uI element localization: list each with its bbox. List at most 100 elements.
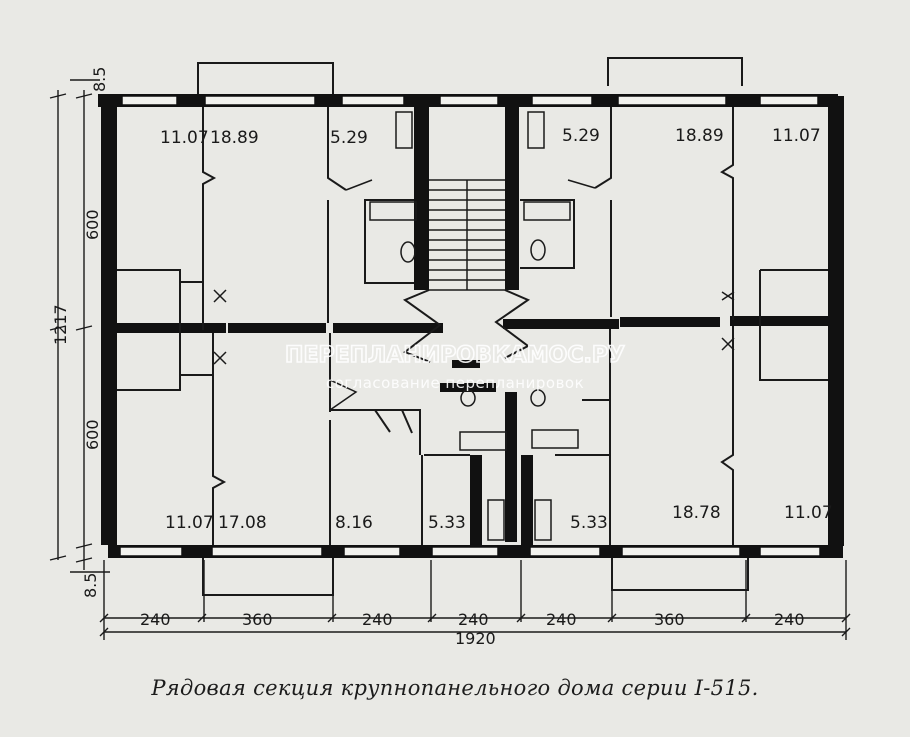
window <box>204 95 316 106</box>
door-swing <box>329 379 358 411</box>
landing-outline <box>402 289 531 363</box>
area-label: 18.89 <box>210 128 259 148</box>
dimension-lines <box>49 79 851 640</box>
door-swing <box>213 351 227 365</box>
dim-label-wall-top: 8.5 <box>90 67 109 92</box>
window <box>439 95 499 106</box>
area-label: 5.33 <box>428 513 466 533</box>
dim-label-segment: 360 <box>242 610 273 629</box>
spine-wall <box>730 316 830 326</box>
dim-label-total: 1920 <box>455 629 496 648</box>
partition <box>421 454 470 545</box>
kitchen-unit <box>395 111 413 149</box>
balcony-bottom-right <box>611 558 749 591</box>
dim-label-segment: 240 <box>458 610 489 629</box>
door-swings <box>213 179 735 411</box>
window <box>759 546 821 557</box>
door-swing <box>213 289 227 303</box>
watermark: ПЕРЕПЛАНИРОВКАМОС.РУ согласование перепл… <box>284 342 626 392</box>
dim-label-segment: 360 <box>654 610 685 629</box>
spine-wall <box>114 323 226 333</box>
area-label: 18.89 <box>675 126 724 146</box>
spine-wall <box>620 317 720 327</box>
area-label: 11.07 <box>784 503 833 523</box>
area-label: 18.78 <box>672 503 721 523</box>
bathtub <box>369 201 417 221</box>
extension-lines <box>103 560 847 640</box>
door-swing <box>567 179 596 189</box>
spine-wall <box>228 323 326 333</box>
plan-caption: Рядовая секция крупнопанельного дома сер… <box>151 676 759 700</box>
partition <box>327 107 347 323</box>
partition <box>520 199 575 269</box>
dim-label-vertical-top: 600 <box>83 209 102 240</box>
bathtub <box>523 201 571 221</box>
window <box>617 95 727 106</box>
dimension-labels: 8.5 600 1217 600 8.5 240 360 240 240 240… <box>51 67 805 648</box>
toilet <box>460 389 476 407</box>
area-label: 17.08 <box>218 513 267 533</box>
windows <box>119 95 821 557</box>
window <box>759 95 819 106</box>
partition <box>759 269 828 381</box>
area-label: 11.07 <box>772 126 821 146</box>
window <box>211 546 323 557</box>
dim-label-segment: 240 <box>140 610 171 629</box>
spine-wall <box>333 323 443 333</box>
balcony-bottom-left <box>202 558 334 596</box>
partition <box>720 326 734 545</box>
stair-wall <box>521 455 533 545</box>
area-label: 11.07 <box>165 513 214 533</box>
window <box>343 546 401 557</box>
dim-label-vertical-total: 1217 <box>51 304 70 345</box>
area-label: 5.29 <box>562 126 600 146</box>
balcony-top-left <box>197 62 334 96</box>
stair-wall <box>470 455 482 545</box>
dim-label-segment: 240 <box>362 610 393 629</box>
right-wall <box>828 96 844 546</box>
partition <box>720 107 734 320</box>
area-label: 5.29 <box>330 128 368 148</box>
partition <box>212 333 227 545</box>
dim-ticks <box>49 79 110 573</box>
toilet <box>400 241 416 263</box>
area-label: 11.07 <box>160 128 209 148</box>
partition <box>374 409 413 434</box>
window <box>621 546 741 557</box>
door-swing <box>345 179 373 191</box>
stair-flight <box>429 179 505 291</box>
partition <box>117 269 181 391</box>
dim-label-vertical-bottom: 600 <box>83 419 102 450</box>
window <box>431 546 499 557</box>
spine-wall <box>503 319 619 329</box>
door-swing <box>721 291 735 301</box>
dim-label-segment: 240 <box>546 610 577 629</box>
kitchen-unit <box>527 111 545 149</box>
toilet <box>530 239 546 261</box>
partition <box>202 107 217 330</box>
partition <box>364 199 419 284</box>
stair-wall <box>414 107 429 290</box>
bathtub <box>459 431 507 451</box>
spine-walls <box>114 316 830 333</box>
dim-label-segment: 240 <box>774 610 805 629</box>
stairwell <box>402 107 533 545</box>
window <box>531 95 593 106</box>
left-wall <box>101 107 117 545</box>
partition <box>180 281 213 376</box>
balcony-top-right <box>607 57 743 86</box>
stair-wall <box>452 360 480 368</box>
watermark-subtitle: согласование перепланировок <box>326 374 584 392</box>
window <box>121 95 178 106</box>
partitions <box>117 107 828 545</box>
kitchen-unit <box>534 499 552 541</box>
dim-label-wall-bottom: 8.5 <box>81 573 100 598</box>
stair-wall <box>505 392 517 542</box>
stair-wall <box>505 107 519 290</box>
partition <box>594 107 612 317</box>
toilet <box>530 389 546 407</box>
partition <box>555 399 610 456</box>
room-area-labels: 11.07 18.89 5.29 5.29 18.89 11.07 11.07 … <box>160 126 833 533</box>
window <box>529 546 601 557</box>
bathtub <box>531 429 579 449</box>
